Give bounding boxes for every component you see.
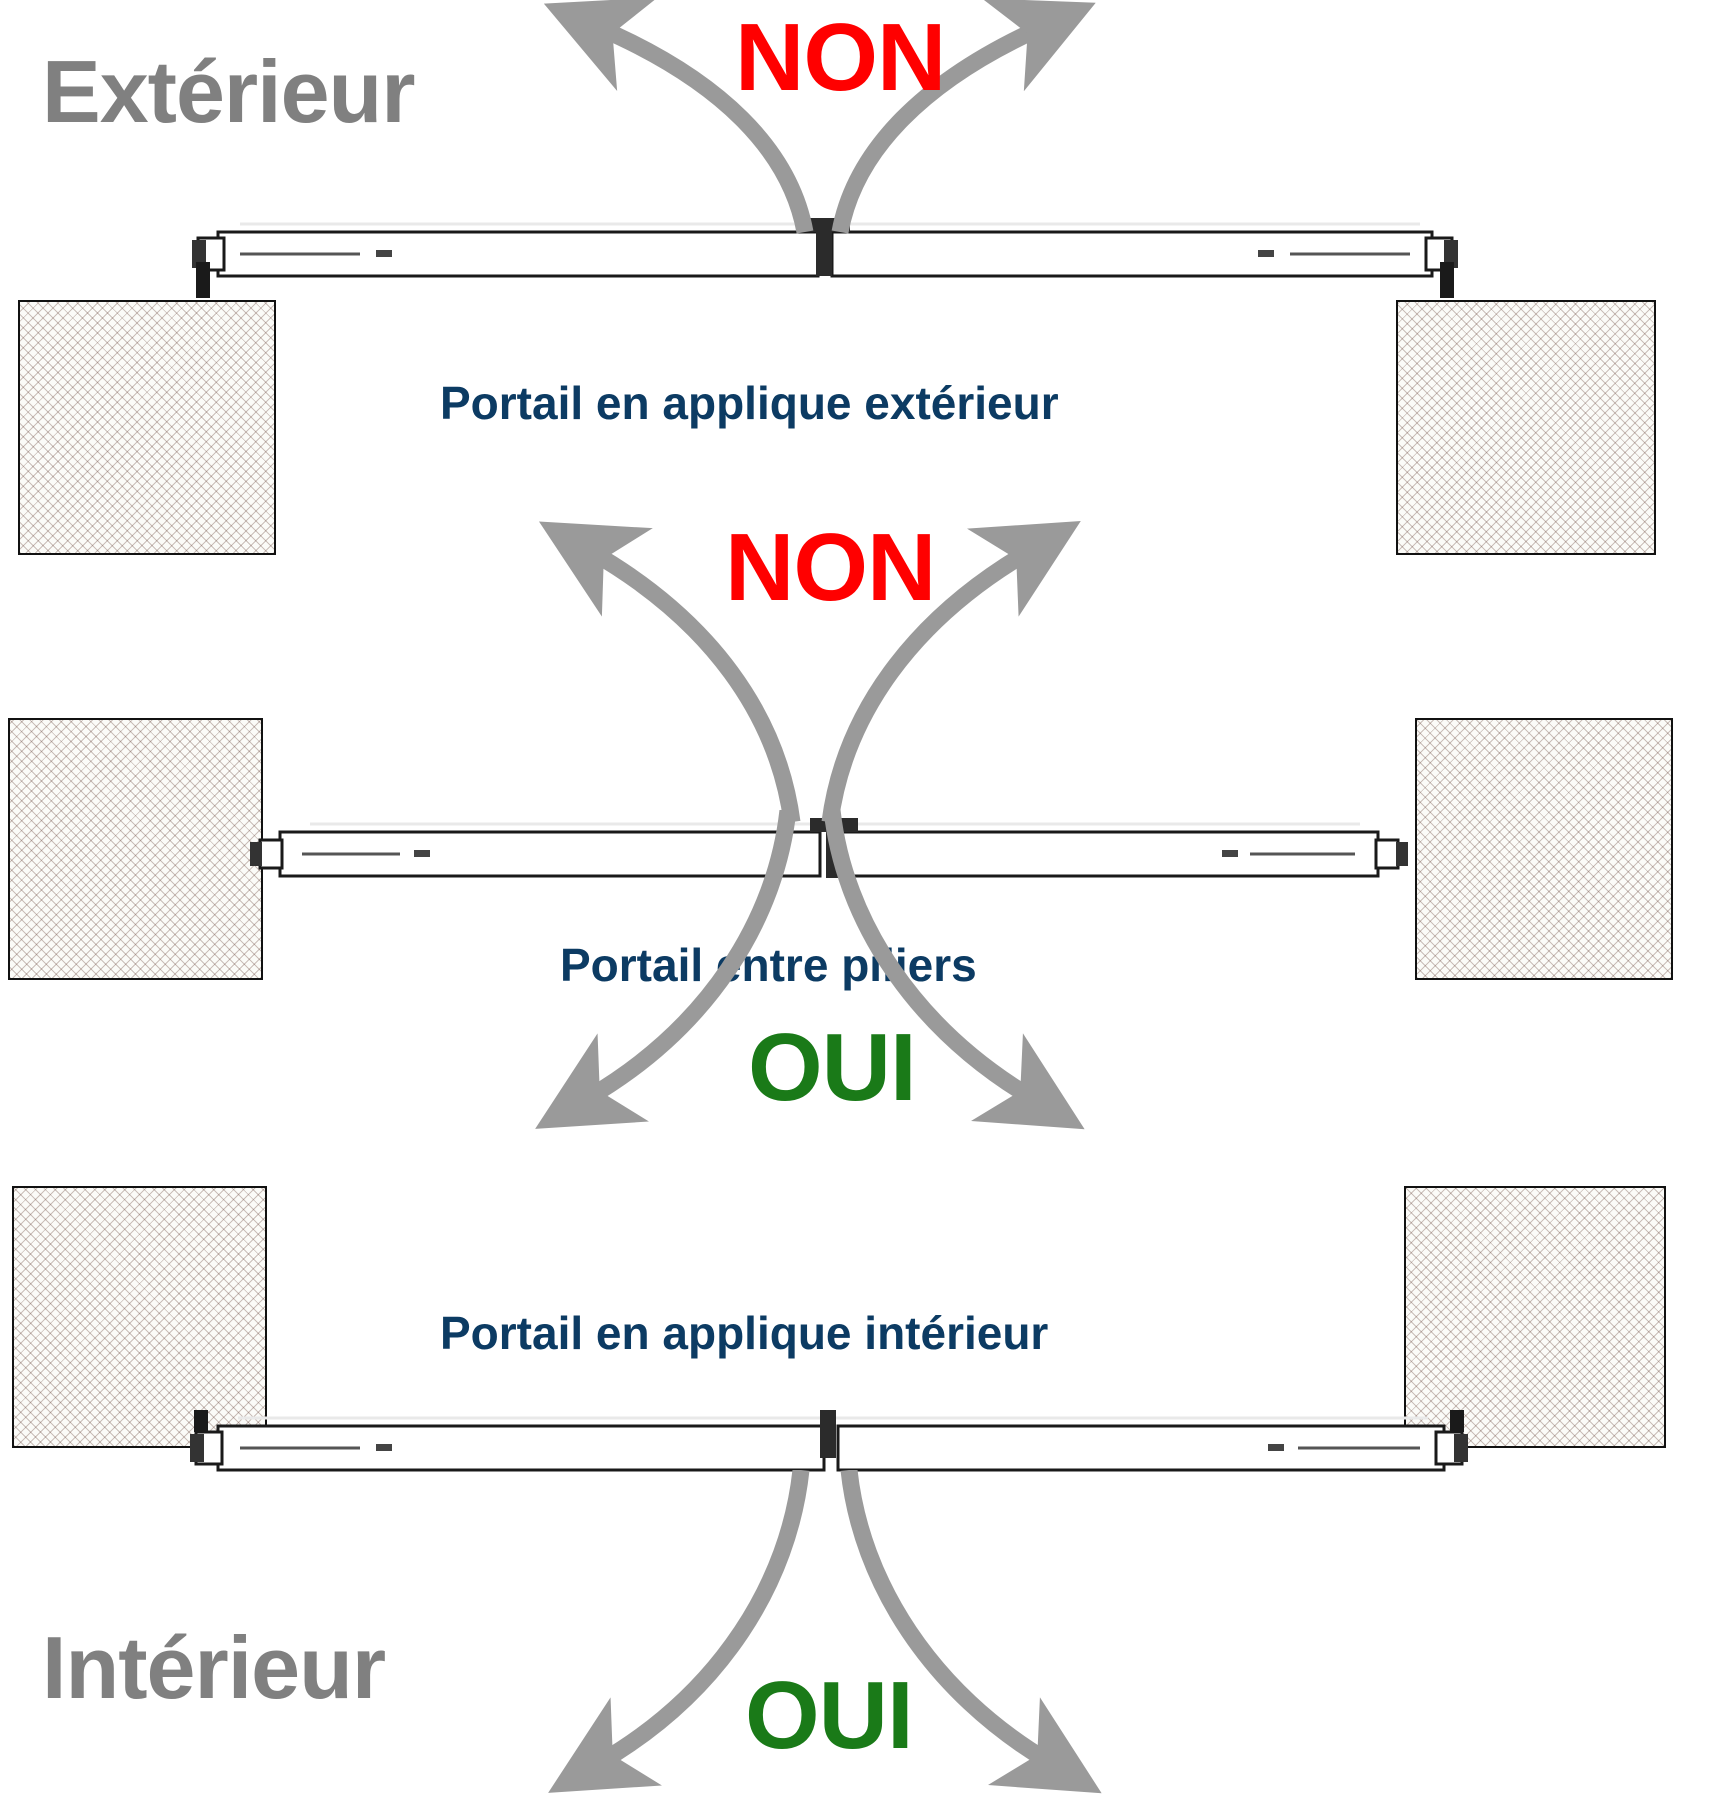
hinge-bracket-right-config-3: [1434, 1410, 1468, 1466]
caption-config-2: Portail entre piliers: [560, 939, 977, 991]
interior-side-label: Intérieur: [42, 1618, 386, 1717]
hinge-bracket-left-config-2: [250, 838, 284, 870]
pillar-left-config-1: [18, 300, 276, 555]
verdict-non-config-2: NON: [725, 514, 936, 621]
verdict-non-config-1: NON: [735, 4, 946, 111]
pillar-left-config-2: [8, 718, 263, 980]
pillar-left-config-3: [12, 1186, 267, 1448]
caption-config-1: Portail en applique extérieur: [440, 377, 1059, 429]
exterior-side-label: Extérieur: [42, 42, 416, 141]
verdict-oui-config-2: OUI: [748, 1014, 917, 1121]
hinge-bracket-left-config-3: [190, 1410, 224, 1466]
pillar-right-config-2: [1415, 718, 1673, 980]
gate-leaves-config-2: [250, 818, 1408, 878]
caption-config-3: Portail en applique intérieur: [440, 1307, 1049, 1359]
gate-leaves-config-3: [190, 1410, 1468, 1472]
hinge-bracket-left-config-1: [192, 236, 226, 298]
hinge-bracket-right-config-2: [1374, 838, 1408, 870]
center-stop-post-config-3: [820, 1410, 836, 1458]
pillar-right-config-1: [1396, 300, 1656, 555]
gate-leaves-config-1: [192, 218, 1458, 298]
pillar-right-config-3: [1404, 1186, 1666, 1448]
verdict-oui-config-3: OUI: [745, 1662, 914, 1769]
hinge-bracket-right-config-1: [1424, 236, 1458, 298]
